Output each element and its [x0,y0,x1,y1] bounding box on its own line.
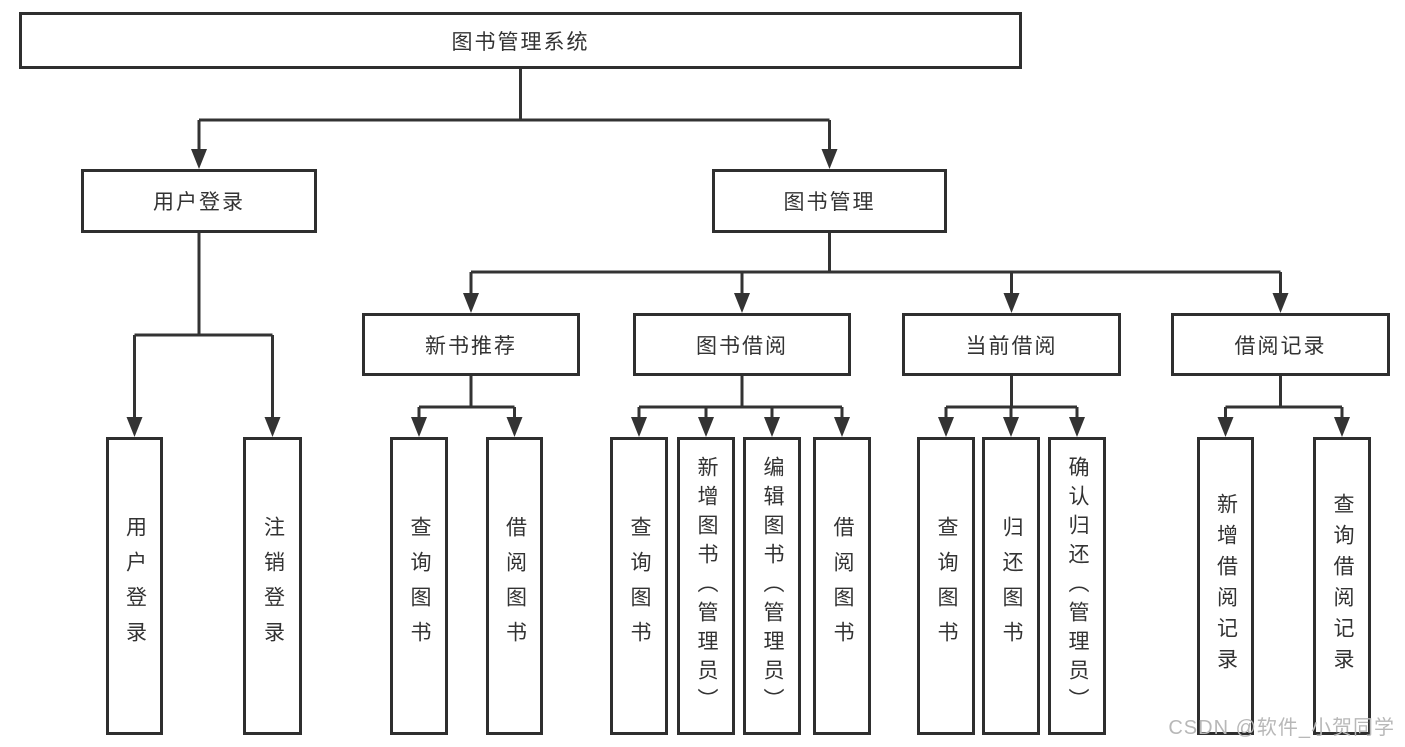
arrowhead-icon [463,293,479,313]
connector-path-user-login [133,233,274,421]
arrowhead-icon [734,293,750,313]
node-query-borrow-record: 查询借阅记录 [1313,437,1371,735]
node-label: 新书推荐 [425,334,517,358]
node-user-login-leaf: 用户登录 [106,437,163,735]
node-label: 新增图书（管理员） [695,455,718,717]
node-query-books-2: 查询图书 [610,437,668,735]
arrowhead-icon [126,417,143,437]
arrowhead-icon [1334,417,1350,437]
node-add-books-admin: 新增图书（管理员） [677,437,735,735]
node-edit-books-admin: 编辑图书（管理员） [743,437,801,735]
arrowhead-icon [411,417,427,437]
connector-path-current-borrow [944,376,1079,421]
arrowhead-icon [1069,417,1085,437]
node-borrow-books-1: 借阅图书 [486,437,543,735]
watermark: CSDN @软件_小贺同学 [1168,717,1395,739]
node-label: 图书借阅 [696,334,788,358]
node-label: 借阅记录 [1234,334,1327,358]
node-user-login: 用户登录 [81,169,317,233]
arrowhead-icon [191,149,207,169]
arrowhead-icon [938,417,954,437]
node-label: 借阅图书 [503,516,527,656]
connector-path-book-management [469,233,1282,297]
node-label: 图书管理系统 [451,30,590,54]
node-label: 注销登录 [261,516,285,656]
node-label: 当前借阅 [965,334,1058,358]
node-label: 查询借阅记录 [1331,493,1354,679]
connector-path-root [197,69,831,153]
node-label: 查询图书 [628,516,651,656]
node-confirm-return-admin: 确认归还（管理员） [1048,437,1106,735]
arrowhead-icon [834,417,850,437]
arrowhead-icon [1272,293,1289,313]
connector-path-book-borrow [637,376,844,421]
node-return-books: 归还图书 [982,437,1040,735]
node-borrow-books-2: 借阅图书 [813,437,871,735]
arrowhead-icon [631,417,647,437]
connector-path-new-book-recommend [417,376,516,421]
node-label: 新增借阅记录 [1214,493,1238,679]
node-label: 查询图书 [408,516,431,656]
node-label: 归还图书 [1000,516,1023,656]
node-label: 借阅图书 [831,516,854,656]
node-borrow-records: 借阅记录 [1171,313,1390,376]
node-label: 编辑图书（管理员） [761,455,784,717]
node-current-borrow: 当前借阅 [902,313,1121,376]
arrowhead-icon [1003,293,1020,313]
node-query-books-3: 查询图书 [917,437,975,735]
node-book-borrow: 图书借阅 [633,313,851,376]
node-add-borrow-record: 新增借阅记录 [1197,437,1254,735]
node-label: 确认归还（管理员） [1066,455,1089,717]
arrowhead-icon [1003,417,1019,437]
arrowhead-icon [698,417,714,437]
node-root: 图书管理系统 [19,12,1022,69]
node-label: 用户登录 [153,191,245,214]
node-label: 用户登录 [123,516,147,656]
arrowhead-icon [821,149,838,169]
node-label: 图书管理 [783,191,876,214]
node-new-book-recommend: 新书推荐 [362,313,580,376]
node-logout: 注销登录 [243,437,302,735]
arrowhead-icon [506,417,523,437]
arrowhead-icon [1217,417,1234,437]
node-book-management: 图书管理 [712,169,947,233]
connector-path-borrow-records [1224,376,1344,421]
node-query-books-1: 查询图书 [390,437,448,735]
arrowhead-icon [764,417,780,437]
arrowhead-icon [264,417,281,437]
node-label: 查询图书 [935,516,958,656]
